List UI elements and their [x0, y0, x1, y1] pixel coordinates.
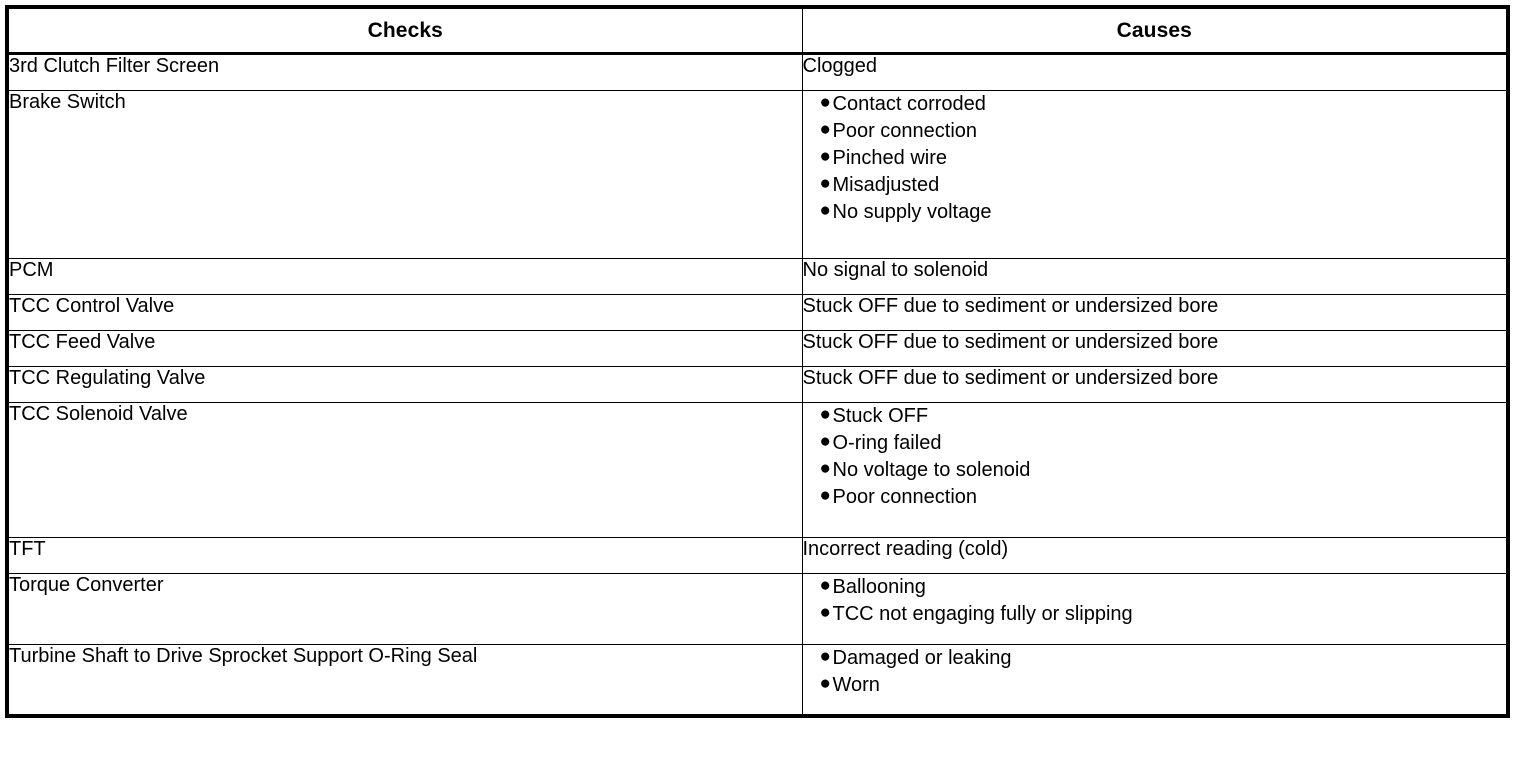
table-row: TCC Solenoid Valve ● Stuck OFF ● O-ring … — [6, 402, 1509, 538]
list-item-label: No supply voltage — [832, 201, 992, 223]
table-row: TCC Regulating Valve Stuck OFF due to se… — [6, 366, 1509, 403]
table-header: Checks Causes — [6, 6, 1509, 55]
list-item: ● O-ring failed — [803, 430, 1507, 457]
cell-cause: Incorrect reading (cold) — [801, 537, 1509, 574]
table-row: Torque Converter ● Ballooning ● TCC not … — [6, 573, 1509, 645]
list-item: ● Poor connection — [803, 118, 1507, 145]
cause-bullet-list: ● Damaged or leaking ● Worn — [803, 645, 1507, 699]
cell-check: TCC Regulating Valve — [6, 366, 803, 403]
bullet-icon: ● — [819, 602, 831, 623]
cause-bullet-list: ● Stuck OFF ● O-ring failed ● No voltage… — [803, 403, 1507, 511]
list-item: ● Stuck OFF — [803, 403, 1507, 430]
cell-cause: No signal to solenoid — [801, 258, 1509, 295]
check-label: TCC Solenoid Valve — [9, 403, 188, 425]
table-row: PCM No signal to solenoid — [6, 258, 1509, 295]
list-item: ● TCC not engaging fully or slipping — [803, 601, 1507, 628]
check-label: 3rd Clutch Filter Screen — [9, 55, 220, 77]
list-item-label: Ballooning — [832, 576, 926, 598]
checks-causes-table: Checks Causes 3rd Clutch Filter Screen C… — [5, 5, 1510, 718]
table-row: TFT Incorrect reading (cold) — [6, 537, 1509, 574]
check-label: Brake Switch — [9, 91, 126, 113]
check-label: Torque Converter — [9, 574, 164, 596]
cell-check: Brake Switch — [6, 90, 803, 259]
list-item: ● No supply voltage — [803, 199, 1507, 226]
check-label: TCC Regulating Valve — [9, 367, 206, 389]
table-row: TCC Feed Valve Stuck OFF due to sediment… — [6, 330, 1509, 367]
cell-cause: Stuck OFF due to sediment or undersized … — [801, 330, 1509, 367]
bullet-icon: ● — [819, 673, 831, 694]
list-item-label: Poor connection — [832, 120, 978, 142]
cell-cause: Clogged — [801, 53, 1509, 91]
cell-check: TCC Solenoid Valve — [6, 402, 803, 538]
cell-cause: ● Damaged or leaking ● Worn — [801, 644, 1509, 717]
list-item: ● Pinched wire — [803, 145, 1507, 172]
check-label: PCM — [9, 259, 54, 281]
check-label: TCC Feed Valve — [9, 331, 156, 353]
bullet-icon: ● — [819, 404, 831, 425]
cell-check: TCC Feed Valve — [6, 330, 803, 367]
cause-label: Stuck OFF due to sediment or undersized … — [802, 295, 1219, 317]
list-item-label: Worn — [832, 674, 880, 696]
bullet-icon: ● — [819, 485, 831, 506]
cell-cause: Stuck OFF due to sediment or undersized … — [801, 366, 1509, 403]
list-item-label: Stuck OFF — [832, 405, 929, 427]
cell-check: TCC Control Valve — [6, 294, 803, 331]
bullet-icon: ● — [819, 458, 831, 479]
bullet-icon: ● — [819, 119, 831, 140]
table-body: 3rd Clutch Filter Screen Clogged Brake S… — [6, 53, 1509, 717]
list-item-label: Misadjusted — [832, 174, 940, 196]
column-header-checks: Checks — [6, 6, 803, 55]
cause-label: Stuck OFF due to sediment or undersized … — [802, 367, 1219, 389]
bullet-icon: ● — [819, 646, 831, 667]
table-row: Turbine Shaft to Drive Sprocket Support … — [6, 644, 1509, 717]
bullet-icon: ● — [819, 431, 831, 452]
list-item-label: Poor connection — [832, 486, 978, 508]
list-item: ● Poor connection — [803, 484, 1507, 511]
bullet-icon: ● — [819, 200, 831, 221]
cause-bullet-list: ● Contact corroded ● Poor connection ● P… — [803, 91, 1507, 226]
list-item-label: Damaged or leaking — [832, 647, 1012, 669]
cell-check: Torque Converter — [6, 573, 803, 645]
list-item-label: Pinched wire — [832, 147, 948, 169]
cause-label: Stuck OFF due to sediment or undersized … — [802, 331, 1219, 353]
column-header-causes: Causes — [801, 6, 1509, 55]
check-label: TCC Control Valve — [9, 295, 175, 317]
list-item: ● Ballooning — [803, 574, 1507, 601]
list-item-label: Contact corroded — [832, 93, 986, 115]
table-row: 3rd Clutch Filter Screen Clogged — [6, 53, 1509, 91]
cell-cause: ● Stuck OFF ● O-ring failed ● No voltage… — [801, 402, 1509, 538]
bullet-icon: ● — [819, 173, 831, 194]
cell-check: TFT — [6, 537, 803, 574]
list-item: ● Worn — [803, 672, 1507, 699]
list-item: ● No voltage to solenoid — [803, 457, 1507, 484]
cause-label: Incorrect reading (cold) — [802, 538, 1009, 560]
list-item-label: No voltage to solenoid — [832, 459, 1031, 481]
header-row: Checks Causes — [6, 6, 1509, 55]
table-row: Brake Switch ● Contact corroded ● Poor c… — [6, 90, 1509, 259]
cell-check: PCM — [6, 258, 803, 295]
list-item: ● Misadjusted — [803, 172, 1507, 199]
check-label: TFT — [9, 538, 46, 560]
list-item: ● Contact corroded — [803, 91, 1507, 118]
cause-bullet-list: ● Ballooning ● TCC not engaging fully or… — [803, 574, 1507, 628]
list-item-label: TCC not engaging fully or slipping — [832, 603, 1133, 625]
cell-cause: ● Contact corroded ● Poor connection ● P… — [801, 90, 1509, 259]
cell-check: Turbine Shaft to Drive Sprocket Support … — [6, 644, 803, 717]
cell-cause: Stuck OFF due to sediment or undersized … — [801, 294, 1509, 331]
bullet-icon: ● — [819, 146, 831, 167]
list-item-label: O-ring failed — [832, 432, 942, 454]
cell-cause: ● Ballooning ● TCC not engaging fully or… — [801, 573, 1509, 645]
list-item: ● Damaged or leaking — [803, 645, 1507, 672]
check-label: Turbine Shaft to Drive Sprocket Support … — [9, 645, 478, 667]
bullet-icon: ● — [819, 575, 831, 596]
cause-label: No signal to solenoid — [802, 259, 989, 281]
cause-label: Clogged — [802, 55, 878, 77]
table-row: TCC Control Valve Stuck OFF due to sedim… — [6, 294, 1509, 331]
cell-check: 3rd Clutch Filter Screen — [6, 53, 803, 91]
bullet-icon: ● — [819, 92, 831, 113]
